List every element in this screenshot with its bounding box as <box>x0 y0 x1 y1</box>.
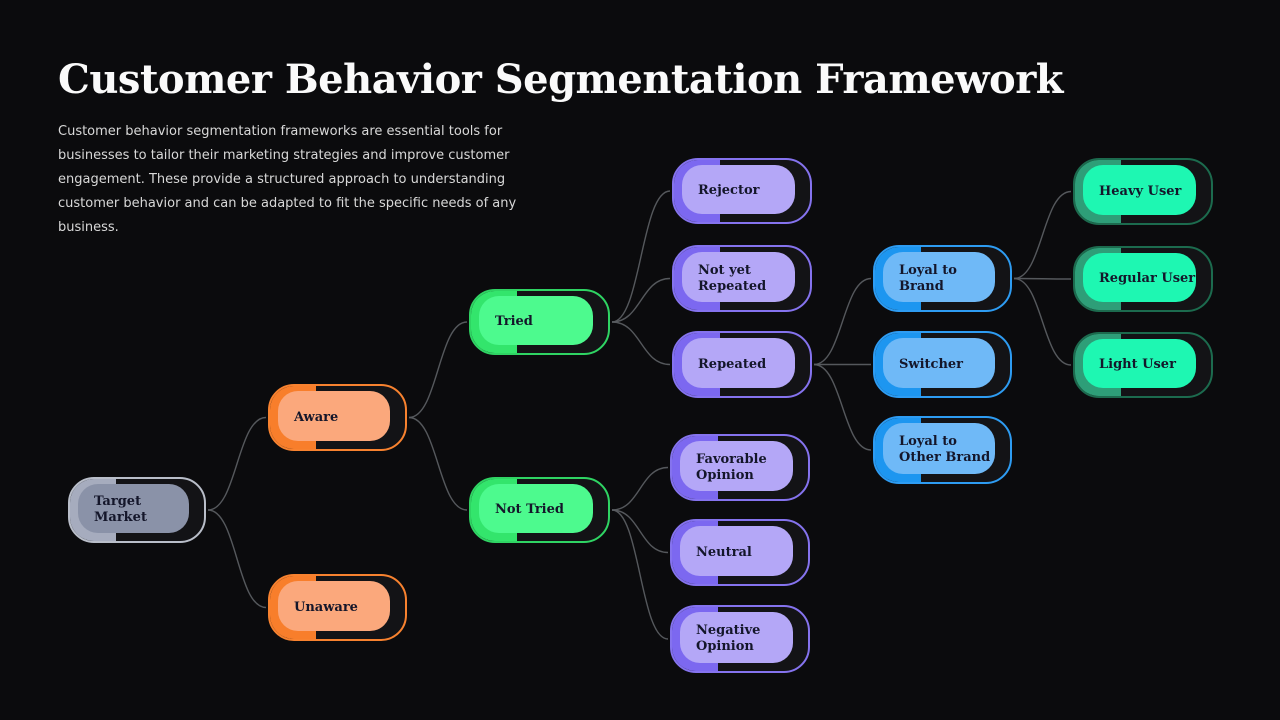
edge-repeated-loyal-to-brand <box>813 277 872 366</box>
node-label: Negative Opinion <box>696 623 761 654</box>
node-label: Heavy User <box>1099 183 1182 199</box>
edge-target-market-unaware <box>207 509 267 609</box>
node-body <box>278 391 390 441</box>
edge-tried-repeated <box>611 321 671 366</box>
node-light-user[interactable]: Light User <box>1073 332 1213 398</box>
node-label: Target Market <box>94 494 147 525</box>
node-label: Tried <box>495 314 533 330</box>
node-target-market[interactable]: Target Market <box>68 477 206 543</box>
node-favorable-opinion[interactable]: Favorable Opinion <box>670 434 810 501</box>
node-body <box>883 423 995 474</box>
node-heavy-user[interactable]: Heavy User <box>1073 158 1213 225</box>
node-label: Loyal to Other Brand <box>899 434 991 465</box>
edge-tried-rejector <box>611 190 671 323</box>
node-body <box>682 165 795 214</box>
node-body <box>680 441 793 491</box>
node-label: Regular User <box>1099 271 1196 287</box>
node-body <box>682 252 795 302</box>
page-title: Customer Behavior Segmentation Framework <box>58 56 1064 103</box>
node-neutral[interactable]: Neutral <box>670 519 810 586</box>
node-aware[interactable]: Aware <box>268 384 407 451</box>
node-label: Rejector <box>698 183 760 199</box>
node-not-tried[interactable]: Not Tried <box>469 477 610 543</box>
node-label: Repeated <box>698 356 767 372</box>
edge-loyal-to-brand-light-user <box>1013 277 1072 366</box>
node-loyal-to-brand[interactable]: Loyal to Brand <box>873 245 1012 312</box>
edge-target-market-aware <box>207 416 267 511</box>
edge-repeated-loyal-to-other-brand <box>813 363 872 451</box>
node-body <box>278 581 390 631</box>
node-label: Light User <box>1099 357 1176 373</box>
edge-loyal-to-brand-regular-user <box>1013 277 1072 280</box>
node-switcher[interactable]: Switcher <box>873 331 1012 398</box>
node-body <box>479 484 593 533</box>
edge-aware-not-tried <box>408 416 468 511</box>
page-description: Customer behavior segmentation framework… <box>58 124 517 235</box>
node-body <box>1083 165 1196 215</box>
edge-not-tried-favorable-opinion <box>611 466 669 511</box>
node-regular-user[interactable]: Regular User <box>1073 246 1213 312</box>
node-label: Aware <box>294 409 339 425</box>
node-loyal-to-other-brand[interactable]: Loyal to Other Brand <box>873 416 1012 484</box>
node-label: Neutral <box>696 544 752 560</box>
node-body <box>680 526 793 576</box>
node-body <box>883 338 995 388</box>
node-label: Not yet Repeated <box>698 262 767 294</box>
node-rejector[interactable]: Rejector <box>672 158 812 224</box>
node-unaware[interactable]: Unaware <box>268 574 407 641</box>
node-body <box>78 484 189 533</box>
node-label: Not Tried <box>495 502 564 518</box>
node-not-yet-repeated[interactable]: Not yet Repeated <box>672 245 812 312</box>
edge-aware-tried <box>408 321 468 419</box>
node-repeated[interactable]: Repeated <box>672 331 812 398</box>
node-tried[interactable]: Tried <box>469 289 610 355</box>
edge-not-tried-neutral <box>611 509 669 554</box>
node-body <box>682 338 795 388</box>
node-body <box>479 296 593 345</box>
node-label: Unaware <box>294 599 358 615</box>
edge-tried-not-yet-repeated <box>611 277 671 323</box>
node-label: Loyal to Brand <box>899 262 957 294</box>
node-body <box>1083 339 1196 388</box>
edge-not-tried-negative-opinion <box>611 509 669 640</box>
node-label: Switcher <box>899 356 964 372</box>
node-body <box>1083 253 1196 302</box>
node-body <box>883 252 995 302</box>
node-body <box>680 612 793 663</box>
edge-loyal-to-brand-heavy-user <box>1013 190 1072 280</box>
node-negative-opinion[interactable]: Negative Opinion <box>670 605 810 673</box>
node-label: Favorable Opinion <box>696 451 767 483</box>
